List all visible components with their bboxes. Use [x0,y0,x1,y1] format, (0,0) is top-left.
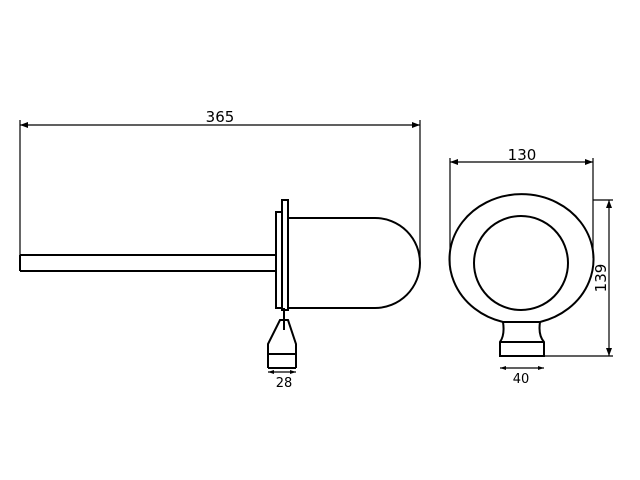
outer-ring [448,193,595,323]
dimension-40: 40 [500,366,544,387]
dimension-label-139: 139 [592,264,610,293]
dimension-365: 365 [19,108,421,270]
dimension-130: 130 [449,146,594,270]
side-view: 365 28 [19,108,421,391]
dimension-label-28: 28 [276,376,293,391]
wall-flange [275,199,289,311]
inner-ring [473,215,569,311]
dimension-label-130: 130 [508,146,537,164]
dimension-139: 139 [544,199,613,357]
knob-side [267,308,297,369]
dimension-label-365: 365 [206,108,235,126]
knob-front [499,321,545,357]
arm-rod [19,254,276,272]
dimension-28: 28 [268,370,296,391]
holder-body [288,217,421,309]
front-view: 130 139 40 [448,146,613,387]
dimension-label-40: 40 [513,372,530,387]
